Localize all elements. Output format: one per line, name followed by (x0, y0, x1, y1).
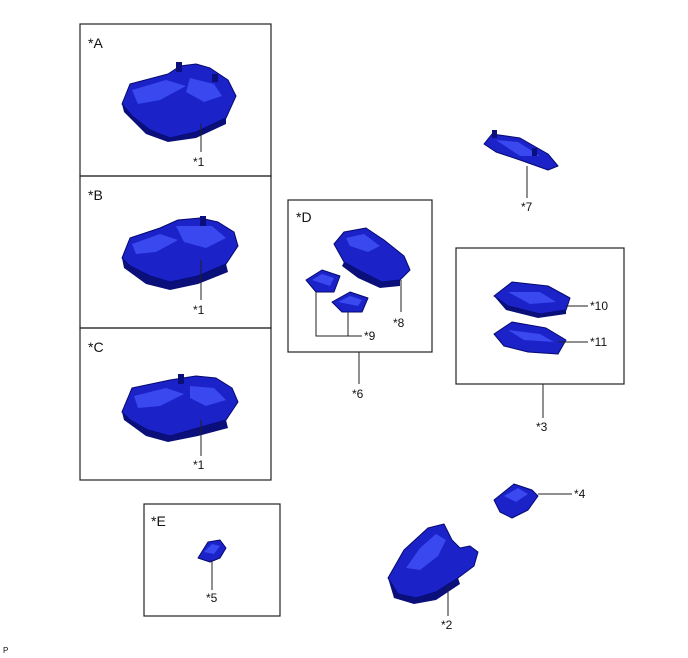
box-e (143, 503, 281, 617)
box-b-label: *B (88, 187, 103, 203)
callout-11: *11 (590, 335, 607, 349)
callout-10: *10 (590, 299, 608, 313)
callout-1c: *1 (193, 458, 205, 472)
switch-pads (305, 269, 369, 313)
callout-6: *6 (352, 387, 364, 401)
roof-console-a (121, 62, 237, 142)
console-assembly (387, 523, 479, 604)
box-c-label: *C (88, 339, 104, 355)
box-e-label: *E (151, 513, 166, 529)
callout-7: *7 (521, 200, 533, 214)
callout-9: *9 (364, 329, 376, 343)
box-d (287, 199, 433, 353)
roof-console-c (121, 374, 239, 442)
callout-1b: *1 (193, 303, 205, 317)
box-3 (455, 247, 625, 385)
callout-1a: *1 (193, 155, 205, 169)
box-c (79, 327, 272, 481)
box-a-label: *A (88, 35, 103, 51)
roof-console-b (121, 216, 239, 290)
footer-code: P (3, 646, 9, 655)
clip-piece (197, 539, 227, 563)
callout-4: *4 (574, 487, 586, 501)
callout-3: *3 (536, 420, 548, 434)
console-housing-d (333, 227, 411, 288)
callout-8: *8 (393, 316, 405, 330)
console-bracket (483, 130, 559, 171)
lamp-lens (493, 321, 567, 355)
lamp-base (493, 281, 571, 318)
callout-5: *5 (206, 591, 218, 605)
callout-2: *2 (441, 618, 453, 632)
cover-piece (493, 483, 539, 519)
box-d-label: *D (296, 209, 312, 225)
